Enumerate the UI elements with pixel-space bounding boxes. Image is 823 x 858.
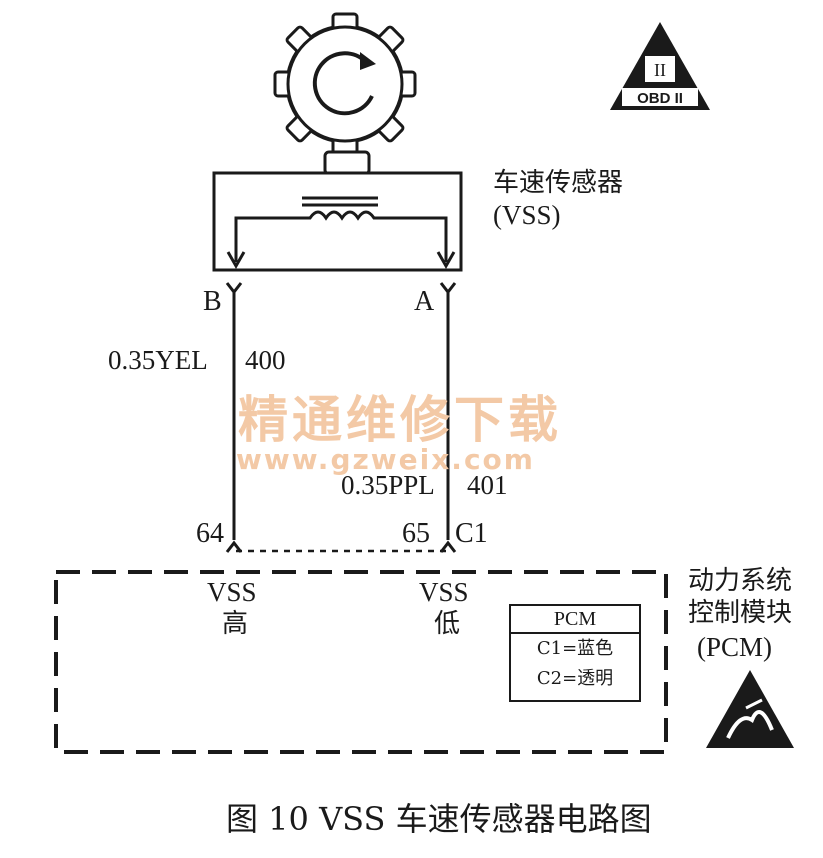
watermark-title: 精通维修下载 (238, 390, 562, 449)
vss-sensor-body (212, 150, 463, 272)
pcm-module-outline (54, 570, 668, 754)
inductive-coil-icon (226, 196, 456, 270)
pin-65-label: 65 (402, 518, 430, 549)
wire-401-circuit: 401 (467, 470, 508, 500)
module-name-en: (PCM) (697, 632, 773, 662)
wire-400-yel (225, 282, 243, 553)
signal-vss-low-en: VSS (419, 577, 469, 607)
obd-class-mark: II (654, 60, 666, 80)
reluctor-wheel-icon (273, 12, 417, 156)
esd-warning-icon (706, 670, 794, 748)
pin-a-label: A (414, 286, 435, 317)
sensor-name-en: (VSS) (493, 200, 561, 230)
pcm-legend-title: PCM (511, 606, 639, 634)
wire-400-circuit: 400 (245, 345, 286, 375)
wire-400-gauge-color: 0.35YEL (108, 345, 208, 375)
obd-ii-triangle-icon: II OBD II (610, 22, 710, 110)
signal-vss-low-cn: 低 (434, 609, 461, 639)
pcm-legend-row: C1=蓝色 (536, 638, 614, 659)
watermark-url: www.gzweix.com (236, 443, 535, 476)
pcm-legend-row: C2=透明 (536, 668, 614, 689)
module-name-cn-line1: 动力系统 (688, 566, 793, 596)
wire-401-gauge-color: 0.35PPL (341, 470, 435, 500)
figure-caption: 图 10 VSS 车速传感器电路图 (226, 800, 652, 838)
module-name-cn-line2: 控制模块 (688, 598, 793, 628)
sensor-name-cn: 车速传感器 (493, 168, 624, 198)
pcm-connector-legend: PCM C1=蓝色 C2=透明 (509, 604, 641, 702)
obd-label: OBD II (637, 90, 683, 107)
signal-vss-high-en: VSS (207, 577, 257, 607)
pin-b-label: B (203, 286, 222, 317)
signal-vss-high-cn: 高 (222, 609, 249, 639)
pin-64-label: 64 (196, 518, 224, 549)
wire-401-ppl (439, 282, 457, 553)
connector-c1-label: C1 (455, 518, 488, 549)
